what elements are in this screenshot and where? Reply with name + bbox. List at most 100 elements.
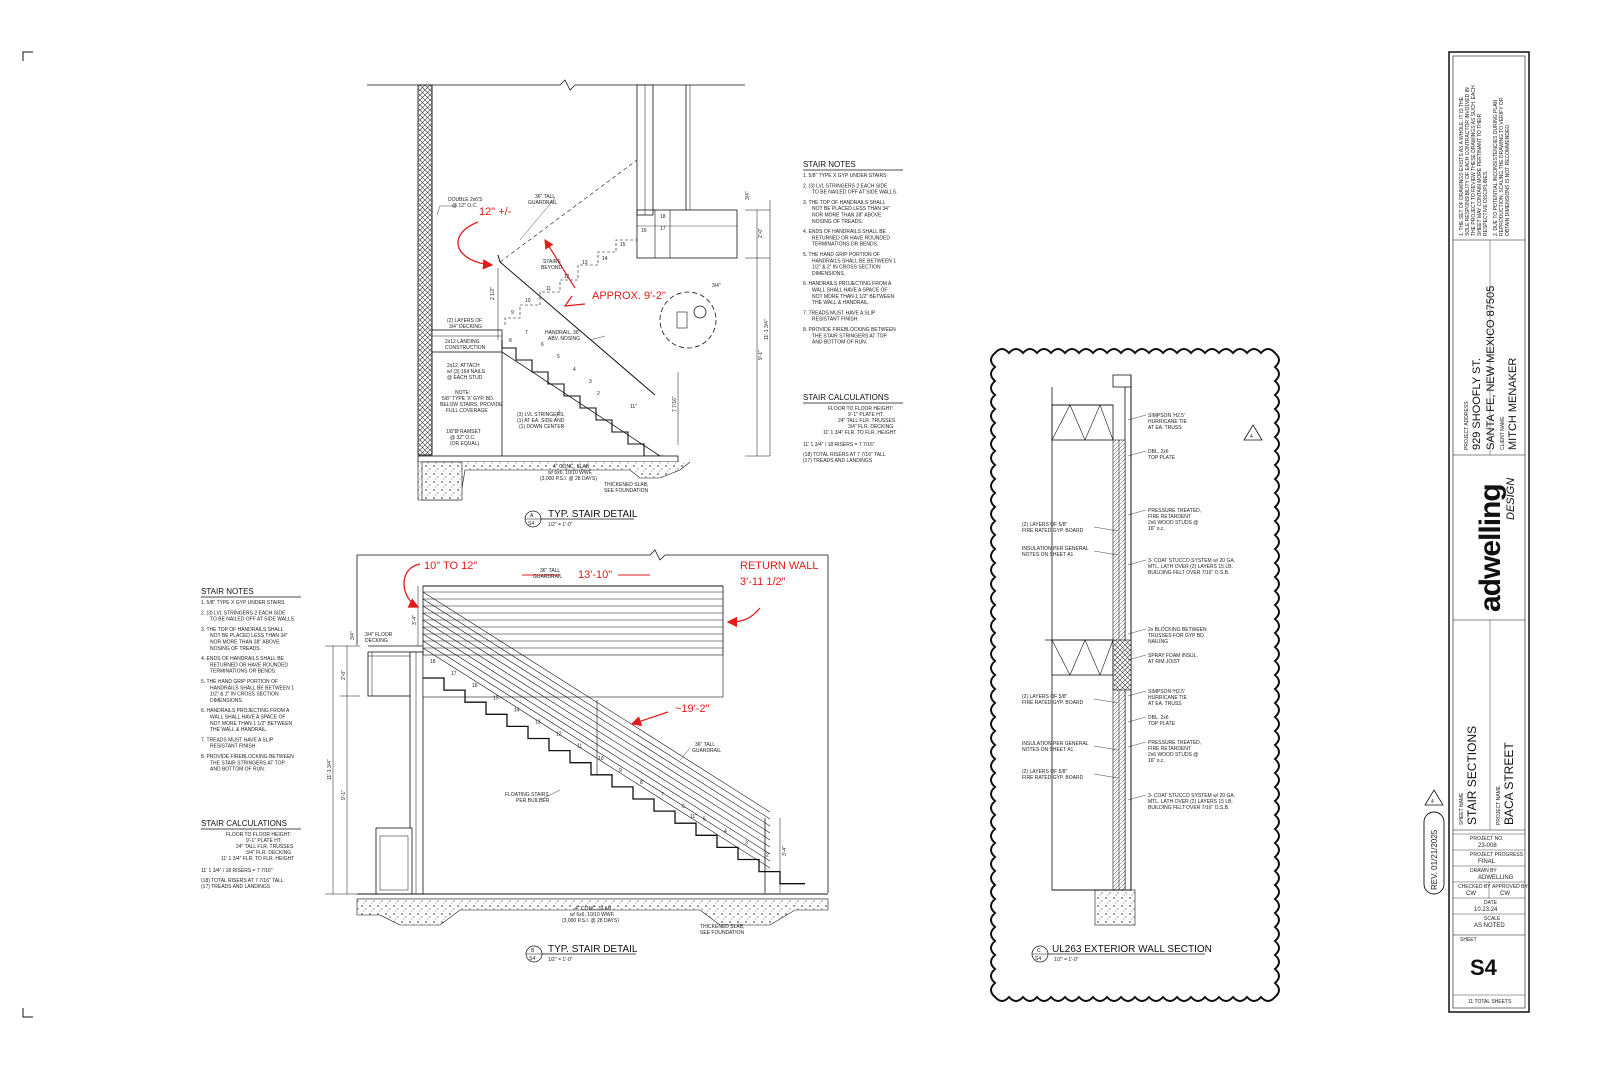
guardrail-diag-bar xyxy=(422,605,771,827)
stair-note-a-line: 7. TREADS MUST HAVE A SLIP xyxy=(803,310,876,316)
stair-calc-a-line: 9'-1" PLATE HT. xyxy=(848,412,884,418)
stair-note-a-line: HANDRAILS SHALL BE BETWEEN 1 xyxy=(812,258,896,264)
stair-calc-b-line: 3/4" FLR. DECKING xyxy=(246,850,291,856)
stair-note-a-line: AND BOTTOM OF RUN. xyxy=(812,340,867,346)
label-stringers: (3) LVL STRINGERS, xyxy=(517,412,565,418)
label-stairs-beyond: STAIRS xyxy=(543,259,561,265)
stair-note-b-line: AND BOTTOM OF RUN. xyxy=(210,767,265,773)
wall-label-left: INSULATION PER GENERAL xyxy=(1022,741,1089,747)
tread-number-a: 3 xyxy=(589,379,592,385)
stair-note-b-line: NOT MORE THAN 1 1/2" BETWEEN xyxy=(210,721,293,727)
tread-number-b: 18 xyxy=(430,659,436,665)
guardrail-diag-bar xyxy=(422,626,771,848)
label-floor-decking: 3/4" FLOOR xyxy=(365,632,393,638)
detail-a-labels: DOUBLE 2x6'S @ 12" O.C. 36" TALL GUARDRA… xyxy=(440,191,770,494)
label-ramset: 1/8"Ø RAMSET xyxy=(446,429,481,435)
detail-a-scale: 1/2" = 1'-0" xyxy=(548,522,573,528)
total-sheets: 11 TOTAL SHEETS xyxy=(1468,999,1512,1005)
stair-notes-b-heading: STAIR NOTES xyxy=(201,587,254,596)
title-block-note: 1. THE SET OF DRAWINGS EXISTS AS A WHOLE… xyxy=(1459,96,1465,236)
wall-leader-right xyxy=(1127,690,1147,697)
detail-a-stair-section xyxy=(367,79,771,501)
title-block-note: THE PROJECT TO REVIEW THESE DRAWINGS AS … xyxy=(1471,85,1477,236)
wall-label-right: FIRE RETARDENT xyxy=(1148,514,1191,520)
title-block-note: SOLE RESPONSIBILITY OF EACH CONTRACTOR I… xyxy=(1465,87,1471,236)
stair-note-a-line: TO BE NAILED OFF AT SIDE WALLS. xyxy=(812,190,897,196)
dim-a-tread: 11" xyxy=(630,404,637,410)
detail-c-title: UL263 EXTERIOR WALL SECTION xyxy=(1052,944,1212,955)
title-row-value: AS NOTED xyxy=(1474,923,1505,929)
tread-number-a: 6 xyxy=(541,342,544,348)
stair-note-a-line: TERMINATIONS OR BENDS. xyxy=(812,242,878,248)
stair-note-a-line: 2. (3) LVL STRINGERS 2 EACH SIDE xyxy=(803,183,888,189)
label-floating: FLOATING STAIRS xyxy=(505,792,549,798)
stair-calc-b-line: (18) TOTAL RISERS AT 7 7/16" TALL xyxy=(201,878,284,884)
dim-b-riser: 3'-4" xyxy=(782,846,788,856)
guardrail-diag-bar xyxy=(422,633,771,855)
wall-leader-left xyxy=(1093,698,1119,704)
wall-label-right: NAILING xyxy=(1148,639,1168,645)
stair-note-a-line: 1/2" & 2" IN CROSS SECTION xyxy=(812,265,881,271)
dim-a-riser: 7 7/16" xyxy=(672,396,678,412)
markup-a-top: 12" +/- xyxy=(479,206,512,218)
stair-note-b-line: 2. (3) LVL STRINGERS 2 EACH SIDE xyxy=(201,610,286,616)
detail-a-title: TYP. STAIR DETAIL xyxy=(548,509,638,520)
tread-number-a: 7 xyxy=(525,330,528,336)
wall-label-right: AT EA. TRUSS xyxy=(1148,701,1182,707)
guardrail-diag-bar xyxy=(422,619,771,841)
checked-label: CHECKED BY xyxy=(1458,884,1491,890)
label-landing-b: CONSTRUCTION xyxy=(445,345,486,351)
title-block: 1. THE SET OF DRAWINGS EXISTS AS A WHOLE… xyxy=(1448,51,1530,1013)
label-note-d: FULL COVERAGE xyxy=(446,408,488,414)
label-note-b: 5/8" TYPE 'X' GYP. BD. xyxy=(442,396,494,402)
wall-label-right: AT RIM JOIST xyxy=(1148,659,1180,665)
label-floating-b: PER BUILDER xyxy=(516,798,550,804)
title-block-note: REPRODUCTION, SCALING THE DRAWING TO VER… xyxy=(1499,97,1505,236)
stair-calc-b-line: 11' 1 3/4" / 18 RISERS = 7 7/16" xyxy=(201,868,273,874)
label-decking: (2) LAYERS OF xyxy=(447,318,482,324)
stair-calc-a-line: FLOOR TO FLOOR HEIGHT: xyxy=(828,406,893,412)
stair-calc-a-line: 11' 1 3/4" / 18 RISERS = 7 7/16" xyxy=(803,442,875,448)
dim-b-deck: 3/4" xyxy=(350,631,356,640)
wall-leader-left xyxy=(1093,773,1119,779)
title-row-label: PROJECT NO. xyxy=(1470,836,1504,842)
tread-number-b: 11 xyxy=(577,744,582,750)
stair-calc-b-line: (17) TREADS AND LANDINGS xyxy=(201,884,271,890)
wall-label-right: 3- COAT STUCCO SYSTEM w/ 20 GA. xyxy=(1148,558,1235,564)
title-row-label: PROJECT PROGRESS xyxy=(1470,852,1524,858)
revision-text: REV. 01/21/2025 xyxy=(1430,829,1439,890)
wall-label-right: MTL. LATH OVER (2) LAYERS 15 LB. xyxy=(1148,799,1233,805)
label-thickened-b-b: SEE FOUNDATION xyxy=(700,930,744,936)
detail-a-letter: A xyxy=(530,513,534,519)
wall-label-right: SPRAY FOAM INSUL. xyxy=(1148,653,1198,659)
stair-note-b-line: WALL SHALL HAVE A SPACE OF xyxy=(210,715,285,721)
dim-b-plate: 9'-1" xyxy=(341,790,347,800)
revision-mark: 4 xyxy=(1431,799,1434,805)
label-landing: 2x12 LANDING xyxy=(445,339,480,345)
wall-label-right: TOP PLATE xyxy=(1148,455,1176,461)
stair-calc-a-line: (17) TREADS AND LANDINGS xyxy=(803,458,873,464)
wall-leader-right xyxy=(1127,559,1147,566)
wall-leader-left xyxy=(1093,745,1119,751)
title-row-label: DRAWN BY xyxy=(1470,868,1497,874)
stair-note-b-line: 8. PROVIDE FIREBLOCKING BETWEEN xyxy=(201,754,294,760)
title-block-note: OBTAIN DIMENSIONS IS NOT RECOMMENDED. xyxy=(1505,124,1511,236)
title-block-note: SHEET MAY CONTAIN MORE PERTINANT TO THEI… xyxy=(1477,113,1483,236)
stair-note-b-line: RESISTANT FINISH. xyxy=(210,744,257,750)
label-slab-b-b: w/ 6x6, 10/10 WWF, xyxy=(570,912,614,918)
label-slab-a-c: (3,000 P.S.I. @ 28 DAYS) xyxy=(540,476,597,482)
detail-a-sheet-ref: S4 xyxy=(528,521,534,527)
stair-notes-b: STAIR NOTES 1. 5/8" TYPE X GYP UNDER STA… xyxy=(201,587,301,890)
wall-label-left: FIRE RATED GYP. BOARD xyxy=(1022,775,1084,781)
dim-b-floor: 11'-1 3/4" xyxy=(327,759,333,780)
label-attach: 2x12, ATTACH xyxy=(447,363,480,369)
markup-b-return-dim: 3'-11 1/2" xyxy=(740,576,786,588)
sheet-number: S4 xyxy=(1470,955,1498,980)
tread-number-b: 10 xyxy=(598,756,604,762)
tread-number-a: 2 xyxy=(597,391,600,397)
stair-note-a-line: 5. THE HAND GRIP PORTION OF xyxy=(803,252,880,258)
stair-note-b-line: RETURNED OR HAVE ROUNDED xyxy=(210,662,288,668)
